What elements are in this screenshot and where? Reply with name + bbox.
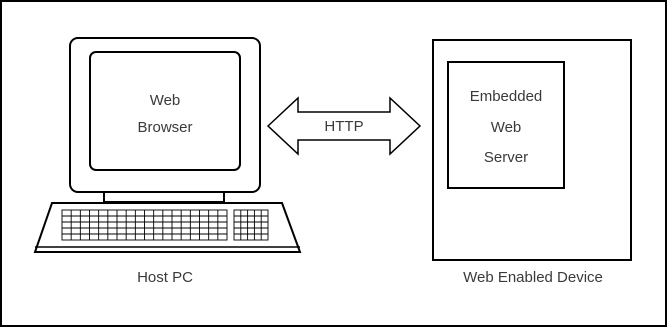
screen-label-line1: Web bbox=[150, 92, 181, 109]
server-label-line2: Web bbox=[491, 119, 522, 136]
keyboard-numpad bbox=[233, 209, 269, 241]
screen-label-line2: Browser bbox=[137, 119, 192, 136]
embedded-server-box bbox=[447, 61, 565, 189]
device-caption: Web Enabled Device bbox=[463, 269, 603, 286]
host-pc-caption: Host PC bbox=[137, 269, 193, 286]
monitor-screen bbox=[89, 51, 241, 171]
host-pc-icon bbox=[33, 37, 302, 253]
keyboard-keys bbox=[61, 209, 228, 241]
server-label-line1: Embedded bbox=[470, 88, 543, 105]
http-label: HTTP bbox=[324, 118, 363, 135]
server-label-line3: Server bbox=[484, 149, 528, 166]
monitor-stand bbox=[103, 191, 225, 203]
http-double-arrow bbox=[266, 96, 422, 156]
